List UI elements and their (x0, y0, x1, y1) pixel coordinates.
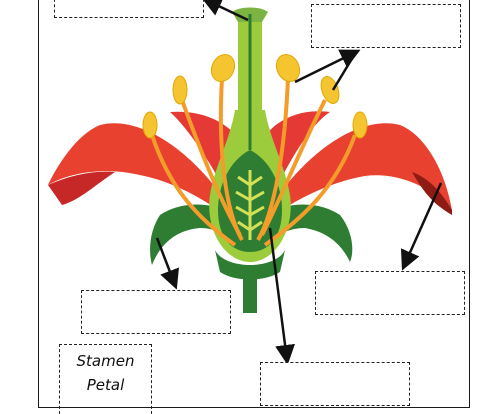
arrow-sepal (155, 237, 179, 290)
flower-diagram (48, 0, 452, 365)
petal-right-shadow (412, 172, 452, 215)
ovules (235, 170, 265, 240)
filament-5 (260, 99, 327, 236)
label-box-bottom-right[interactable] (315, 271, 465, 315)
filament-6 (263, 134, 357, 247)
anther-6 (352, 111, 368, 139)
arrow-anther-b (331, 51, 358, 91)
arrow-petal (400, 182, 443, 271)
anther-4 (275, 53, 301, 83)
arrow-stigma (201, 0, 249, 22)
anthers (142, 53, 368, 139)
petal-right (275, 123, 452, 215)
petal-left (48, 123, 225, 215)
word-bank-item[interactable]: Stamen (76, 352, 135, 370)
label-box-bottom-center[interactable] (260, 362, 410, 406)
sepal-right (272, 204, 353, 262)
arrow-anther-a (294, 49, 361, 84)
stem (243, 275, 257, 313)
label-box-top-left[interactable] (54, 0, 204, 18)
label-arrows (155, 0, 443, 365)
label-box-top-right[interactable] (311, 4, 461, 48)
anther-3 (142, 111, 158, 139)
filament-2 (218, 77, 244, 241)
label-box-bottom-left[interactable] (81, 290, 231, 334)
anther-1 (172, 75, 188, 105)
anther-5 (320, 76, 340, 104)
sepals (150, 204, 353, 265)
sepal-left (150, 204, 230, 265)
stamens (150, 77, 357, 247)
receptacle (215, 250, 285, 313)
word-bank: Stamen Petal (59, 344, 152, 414)
petal-left-shadow (48, 171, 115, 205)
anther-2 (210, 53, 236, 83)
arrow-ovary (268, 227, 296, 365)
word-bank-item[interactable]: Petal (86, 376, 125, 394)
filament-3 (150, 134, 237, 247)
